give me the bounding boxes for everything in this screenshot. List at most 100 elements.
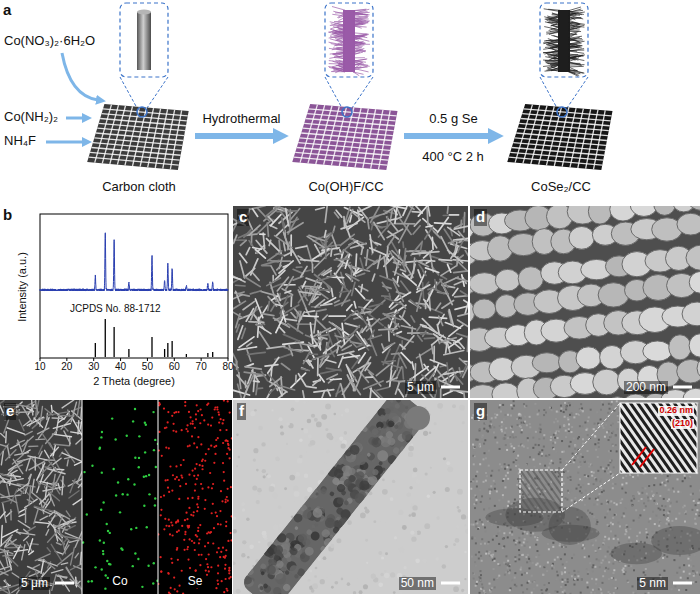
fiber-cap — [137, 10, 151, 15]
tem-noise — [320, 470, 325, 475]
se-signal — [226, 588, 228, 590]
co-signal — [153, 449, 155, 451]
nanosheet — [437, 377, 439, 386]
se-signal — [231, 515, 232, 517]
nanosheet — [345, 323, 359, 327]
nanosheet — [335, 212, 339, 217]
nanowire-hair — [353, 22, 368, 25]
co-signal — [114, 438, 116, 440]
axis-tick — [66, 358, 67, 361]
nanowire-hair — [334, 57, 345, 58]
se-signal — [195, 569, 197, 571]
co-signal — [145, 475, 147, 477]
nanosheet — [253, 209, 258, 216]
nanosheet — [377, 387, 389, 390]
se-signal — [167, 421, 169, 423]
nanosheet — [376, 363, 391, 375]
tem-noise — [341, 578, 344, 581]
nanowire-hair — [568, 54, 583, 56]
nanosheet — [293, 269, 303, 273]
se-signal — [226, 453, 228, 455]
se-signal — [201, 488, 203, 490]
nanosheet — [233, 301, 245, 309]
nanowire-hair — [330, 29, 345, 33]
nanosheet — [27, 500, 33, 503]
nanowire-hair — [339, 56, 345, 57]
nanosheet — [366, 319, 379, 331]
co-signal — [126, 493, 128, 495]
se-signal — [208, 553, 210, 555]
se-signal — [211, 512, 213, 514]
tem-noise — [457, 509, 461, 513]
nanowire-grain — [518, 267, 543, 291]
nanowire-hair — [353, 65, 359, 69]
nanowire-hair — [353, 9, 369, 13]
nanowire-grain — [598, 283, 629, 307]
se-signal — [219, 429, 221, 431]
nanosheet — [233, 309, 242, 318]
se-signal — [227, 500, 229, 502]
nanosheet — [58, 517, 62, 527]
nanosheet — [241, 240, 247, 245]
se-signal — [223, 471, 225, 473]
nanosheet — [339, 356, 343, 367]
nanosheet — [35, 522, 51, 524]
nanowire-hair — [568, 32, 578, 35]
nanosheet — [401, 353, 411, 363]
se-signal — [206, 563, 208, 565]
nanosheet — [303, 315, 318, 318]
nanosheet — [336, 384, 340, 397]
nanosheet — [29, 539, 33, 552]
se-signal — [225, 521, 227, 523]
nanosheet — [35, 554, 50, 561]
nanowire-grain — [473, 299, 496, 319]
nanosheet — [441, 261, 451, 264]
se-signal — [225, 525, 227, 527]
nanosheet — [424, 337, 434, 339]
se-signal — [190, 422, 192, 424]
nanosheet — [372, 274, 374, 281]
nanowire-grain — [492, 383, 520, 398]
nanosheet — [260, 291, 279, 296]
nanosheet — [77, 421, 79, 434]
nanosheet — [48, 530, 59, 542]
se-signal — [189, 538, 191, 540]
co-signal — [119, 511, 121, 513]
nanosheet — [460, 220, 462, 227]
nanosheet — [370, 330, 374, 337]
nanosheet — [38, 463, 51, 478]
nanosheet — [396, 217, 402, 219]
nanosheet — [268, 251, 282, 261]
se-signal — [199, 564, 201, 566]
se-signal — [215, 511, 217, 513]
se-signal — [178, 530, 180, 532]
nanosheet — [7, 484, 10, 497]
se-signal — [215, 439, 217, 441]
nanosheet — [62, 453, 81, 461]
se-signal — [216, 551, 218, 553]
zoom-line — [352, 77, 373, 108]
se-signal — [225, 498, 227, 500]
nanosheet — [416, 260, 428, 266]
nanosheet — [306, 311, 314, 312]
nanosheet — [300, 260, 318, 262]
nanosheet — [19, 514, 25, 516]
axis-tick — [201, 358, 202, 361]
se-signal — [171, 562, 173, 564]
nanosheet — [287, 223, 303, 233]
nanosheet — [52, 417, 62, 419]
nanosheet — [308, 345, 315, 359]
nanowire-grain — [654, 206, 676, 215]
se-signal — [183, 549, 185, 551]
nanosheet — [421, 325, 427, 327]
nanowire-hair — [332, 7, 345, 11]
se-signal — [180, 474, 182, 476]
se-signal — [228, 569, 230, 571]
tem-noise — [464, 578, 466, 580]
nanosheet — [370, 213, 387, 218]
nanowire-hair — [353, 42, 362, 44]
nanosheet — [454, 271, 468, 273]
se-signal — [204, 460, 206, 462]
se-signal — [197, 474, 199, 476]
nanosheet — [45, 409, 53, 415]
